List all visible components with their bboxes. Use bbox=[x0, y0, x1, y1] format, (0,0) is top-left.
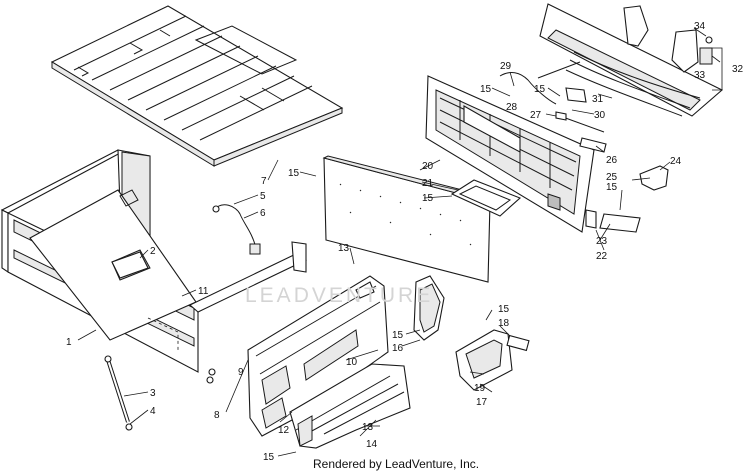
callout-9: 9 bbox=[238, 367, 244, 378]
callout-13a: 13 bbox=[338, 243, 350, 254]
callout-20: 20 bbox=[422, 161, 434, 172]
callout-33: 33 bbox=[694, 70, 706, 81]
decal bbox=[111, 251, 149, 279]
callout-29: 29 bbox=[500, 61, 512, 72]
bed-liner-mat bbox=[50, 5, 344, 167]
callout-1: 1 bbox=[66, 337, 72, 348]
callouts: 1 2 3 4 5 6 7 8 9 10 11 12 13 13 14 15 1… bbox=[66, 21, 744, 463]
callout-11: 11 bbox=[198, 286, 209, 297]
latch-rods bbox=[499, 61, 607, 153]
callout-15f: 15 bbox=[392, 330, 404, 341]
callout-19: 19 bbox=[474, 383, 486, 394]
callout-28: 28 bbox=[506, 102, 518, 113]
callout-26: 26 bbox=[606, 155, 618, 166]
callout-32: 32 bbox=[732, 64, 744, 75]
callout-15g: 15 bbox=[498, 304, 510, 315]
tailgate-cap bbox=[539, 3, 723, 117]
callout-8: 8 bbox=[214, 410, 220, 421]
callout-15a: 15 bbox=[288, 168, 300, 179]
gas-strut bbox=[104, 355, 133, 431]
callout-34: 34 bbox=[694, 21, 706, 32]
callout-3: 3 bbox=[150, 388, 156, 399]
watermark: LEADVENTURE bbox=[245, 284, 434, 307]
tailgate-handle bbox=[623, 5, 713, 73]
callout-22: 22 bbox=[596, 251, 608, 262]
callout-30: 30 bbox=[594, 110, 606, 121]
render-credit: Rendered by LeadVenture, Inc. bbox=[313, 457, 480, 471]
callout-21: 21 bbox=[422, 178, 434, 189]
tailgate-frame bbox=[425, 75, 597, 233]
callout-27: 27 bbox=[530, 110, 542, 121]
callout-31: 31 bbox=[592, 94, 604, 105]
latch-cable bbox=[212, 204, 261, 255]
callout-18: 18 bbox=[498, 318, 510, 329]
callout-24: 24 bbox=[670, 156, 682, 167]
callout-15b: 15 bbox=[422, 193, 434, 204]
callout-10: 10 bbox=[346, 357, 358, 368]
tail-light-housing bbox=[413, 275, 445, 341]
callout-6: 6 bbox=[260, 208, 266, 219]
callout-16: 16 bbox=[392, 343, 404, 354]
callout-17: 17 bbox=[476, 397, 488, 408]
callout-7: 7 bbox=[261, 176, 267, 187]
callout-15e: 15 bbox=[606, 182, 618, 193]
tailgate-gasket bbox=[450, 179, 522, 217]
corner-bracket bbox=[455, 329, 530, 391]
callout-12: 12 bbox=[278, 425, 290, 436]
callout-2: 2 bbox=[150, 246, 156, 257]
tailgate-panel bbox=[322, 155, 495, 283]
callout-14: 14 bbox=[366, 439, 378, 450]
side-brackets bbox=[599, 165, 669, 233]
callout-15h: 15 bbox=[263, 452, 275, 463]
leader-lines bbox=[77, 27, 723, 457]
callout-4: 4 bbox=[150, 406, 156, 417]
callout-15d: 15 bbox=[534, 84, 546, 95]
callout-25: 25 bbox=[606, 172, 618, 183]
callout-15c: 15 bbox=[480, 84, 492, 95]
callout-23: 23 bbox=[596, 236, 608, 247]
lower-trim bbox=[289, 363, 411, 449]
callout-13b: 13 bbox=[362, 422, 374, 433]
callout-5: 5 bbox=[260, 191, 266, 202]
